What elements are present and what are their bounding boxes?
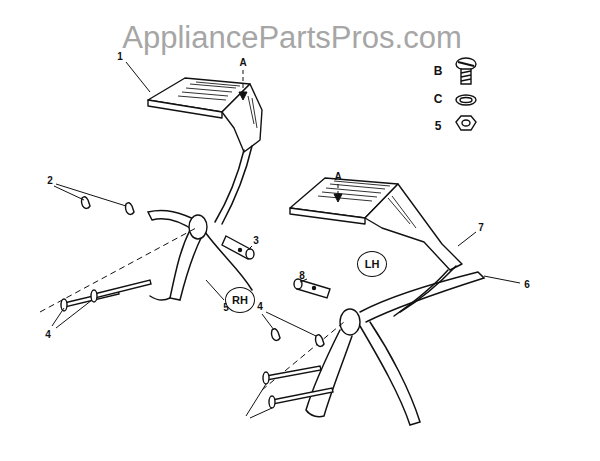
hand-label: LH [365, 259, 380, 270]
hand-circle: LH [357, 251, 387, 277]
callout-number: 4 [45, 329, 51, 340]
callout-number: 2 [47, 175, 53, 186]
hardware-letter: 5 [435, 120, 442, 133]
callout-number: 6 [524, 279, 530, 290]
callout-number: 1 [117, 51, 123, 62]
callout-number: 3 [253, 235, 259, 246]
callout-number: 7 [478, 222, 484, 233]
callout-letter: A [239, 57, 246, 68]
callout-number: 8 [299, 270, 305, 281]
callout-number: 4 [257, 301, 263, 312]
hand-label: RH [232, 295, 248, 306]
callout-letter: A [334, 171, 341, 182]
watermark: AppliancePartsPros.com [122, 21, 461, 55]
hand-circle: RH [225, 287, 255, 313]
hardware-letter: C [434, 93, 443, 106]
hardware-letter: B [434, 65, 443, 78]
